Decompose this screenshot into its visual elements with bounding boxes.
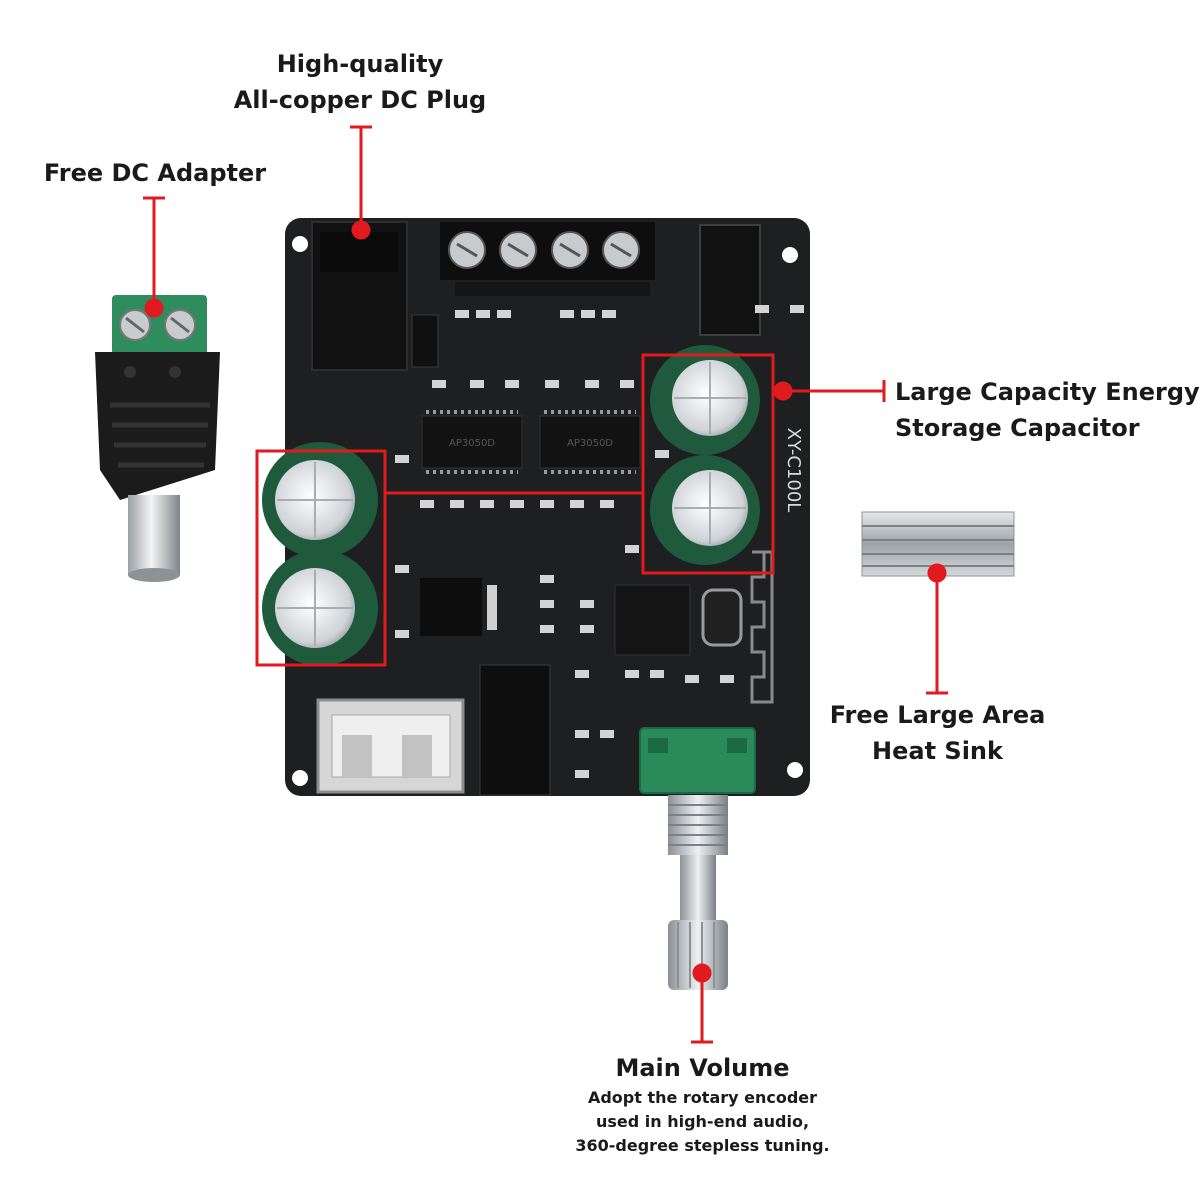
chip-marking: AP3050D — [449, 438, 495, 449]
callout-dot — [692, 963, 712, 983]
dc-adapter-image — [95, 295, 220, 582]
volume-label: Main Volume Adopt the rotary encoder use… — [555, 1050, 850, 1158]
amp-chips: AP3050D AP3050D — [421, 410, 641, 474]
capacitor-group-left — [262, 442, 378, 666]
mount-hole — [292, 236, 308, 252]
crystal — [701, 588, 743, 647]
capacitor-label-line1: Large Capacity Energy — [895, 378, 1200, 406]
bluetooth-chip — [614, 584, 691, 656]
dc-plug-label: High-quality All-copper DC Plug — [220, 46, 500, 118]
dc-adapter-label: Free DC Adapter — [43, 159, 267, 187]
volume-desc-line2: used in high-end audio, — [595, 1112, 810, 1131]
adapter-barrel — [128, 495, 180, 575]
volume-desc-line1: Adopt the rotary encoder — [587, 1088, 818, 1107]
volume-label-title: Main Volume — [615, 1054, 790, 1082]
volume-knob — [639, 727, 756, 990]
mount-hole — [292, 770, 308, 786]
aux-jack — [479, 664, 551, 796]
capacitor-highlight-box-left — [255, 449, 387, 667]
callout-dot — [144, 298, 164, 318]
heat-sink-label: Free Large Area Heat Sink — [820, 697, 1055, 769]
callouts — [143, 125, 948, 1044]
capacitor-label-line2: Storage Capacitor — [895, 414, 1140, 442]
heat-sink-label-line1: Free Large Area — [829, 701, 1046, 729]
smd-components — [395, 305, 804, 778]
callout-dot — [773, 381, 793, 401]
capacitor-label: Large Capacity Energy Storage Capacitor — [895, 374, 1200, 446]
callout-dot — [927, 563, 947, 583]
mount-hole — [782, 247, 798, 263]
terminal-screw-icon — [448, 231, 640, 269]
encoder-shaft — [680, 855, 716, 925]
board-marking: XY-C100L — [783, 428, 804, 513]
regulator — [420, 578, 482, 636]
volume-desc-line3: 360-degree stepless tuning. — [575, 1136, 830, 1155]
dc-plug-label-line2: All-copper DC Plug — [233, 86, 487, 114]
callout-dot — [351, 220, 371, 240]
capacitor-group-right — [650, 345, 760, 565]
capacitor-highlight-box-right — [641, 353, 775, 575]
mount-hole — [787, 762, 803, 778]
heat-sink-label-line2: Heat Sink — [872, 737, 1003, 765]
dc-plug-label-line1: High-quality — [276, 50, 444, 78]
encoder-body — [639, 727, 756, 794]
audio-jack-top — [699, 224, 761, 336]
antenna-trace — [750, 550, 774, 704]
chip-marking: AP3050D — [567, 438, 613, 449]
